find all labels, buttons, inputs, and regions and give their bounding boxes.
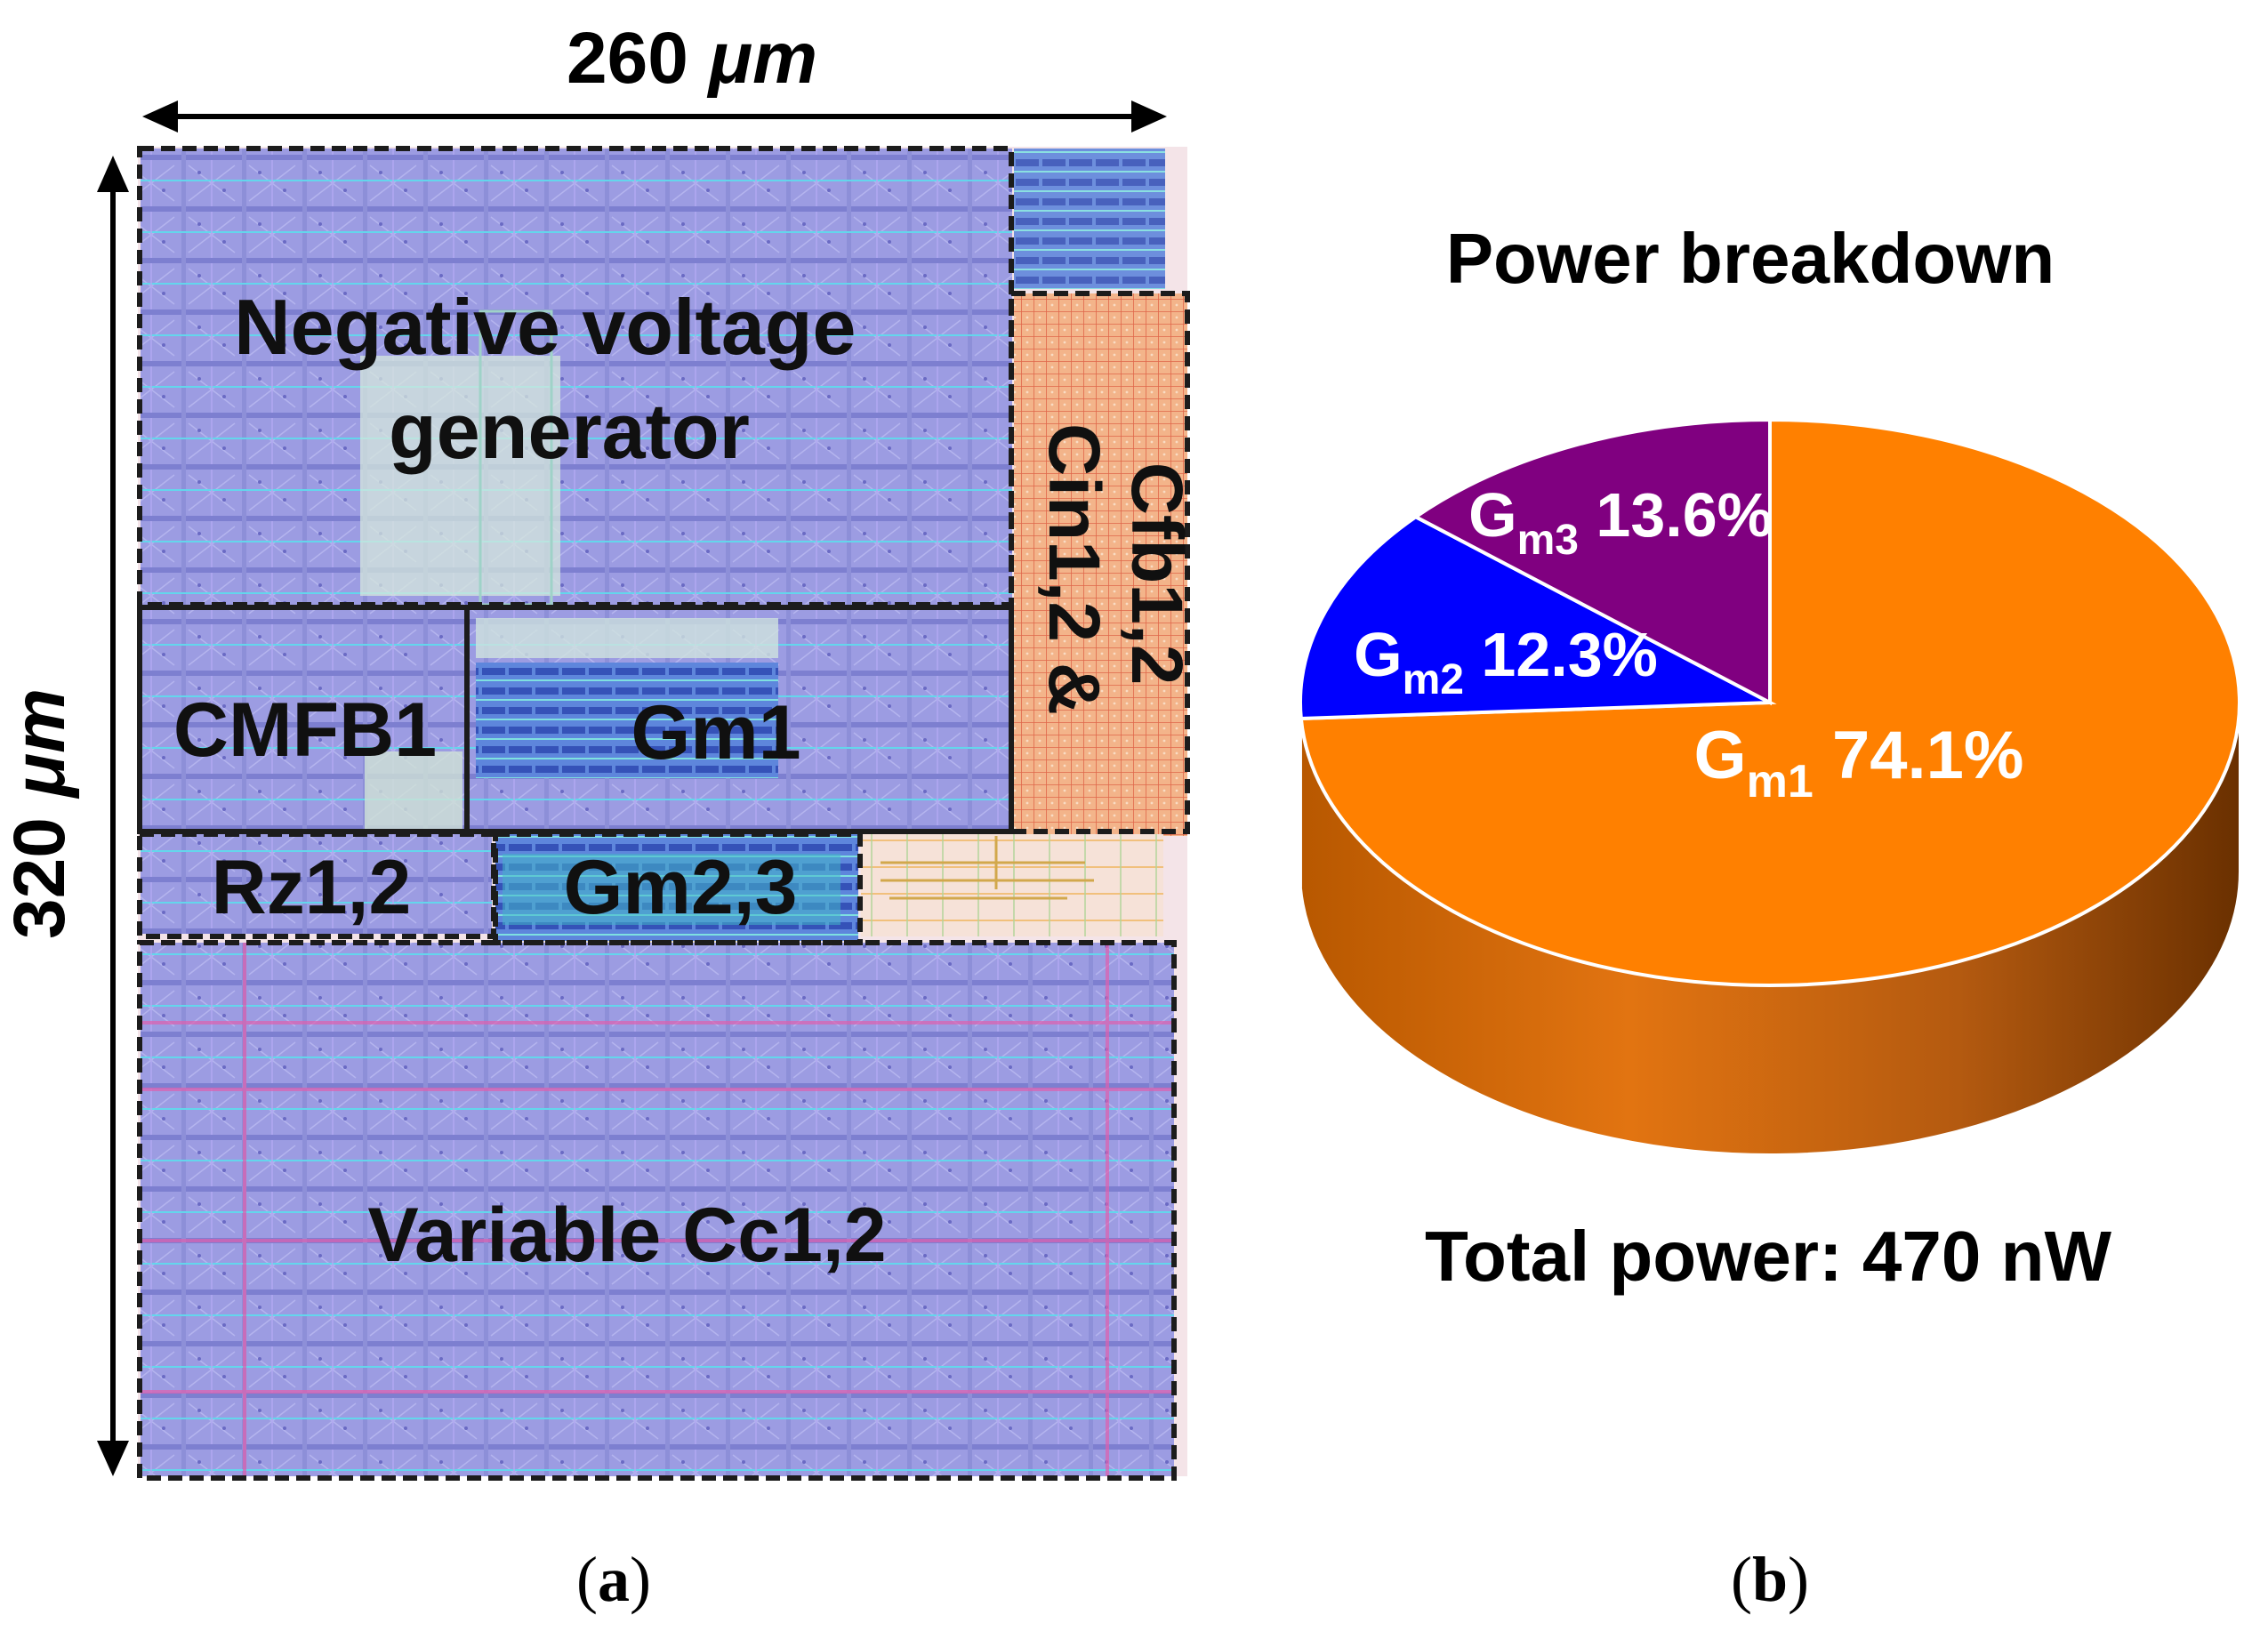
cmfb1-core — [365, 751, 462, 832]
pie-label-m1-value: 74.1% — [1814, 718, 2024, 793]
width-dimension-arrow — [142, 100, 1167, 133]
caption-b: (b) — [1731, 1544, 1809, 1615]
nvg-label-line-1: Negative voltage — [234, 283, 856, 371]
pie-slice-m2 — [1299, 514, 1777, 721]
caption-a-open: ( — [576, 1544, 598, 1615]
pie-label-m3: Gm3 13.6% — [1468, 480, 1773, 564]
routing-wires — [881, 836, 1094, 900]
nvg-center-core — [360, 356, 560, 596]
cmfb1-label: CMFB1 — [173, 687, 437, 773]
pie-label-m1-main: G — [1694, 718, 1747, 793]
caption-b-letter: b — [1752, 1544, 1788, 1615]
caption-a: (a) — [576, 1544, 651, 1615]
caption-a-letter: a — [598, 1544, 630, 1615]
gm1-label: Gm1 — [631, 690, 800, 775]
pie-label-m3-sub: m3 — [1517, 517, 1579, 564]
gm23-label: Gm2,3 — [564, 845, 798, 930]
pie-label-m3-main: G — [1468, 480, 1516, 550]
caption-b-open: ( — [1731, 1544, 1752, 1615]
rz-label: Rz1,2 — [212, 845, 412, 930]
height-label-value: 320 — [0, 817, 80, 939]
width-label: 260 μm — [567, 18, 817, 99]
rz-block — [141, 834, 492, 934]
caption-a-close: ) — [630, 1544, 651, 1615]
top-right-cells — [1014, 149, 1165, 289]
pie-label-m3-value: 13.6% — [1579, 480, 1773, 550]
pie-title: Power breakdown — [1446, 219, 2055, 298]
power-pie-panel: Power breakdown Gm1 74.1%Gm2 12.3%Gm3 13… — [1299, 219, 2241, 1615]
total-power-label: Total power: 470 nW — [1425, 1217, 2111, 1296]
pie-label-m2: Gm2 12.3% — [1354, 620, 1658, 703]
variable-cc-block — [141, 943, 1174, 1476]
width-label-unit: μm — [707, 18, 817, 99]
pie-chart: Gm1 74.1%Gm2 12.3%Gm3 13.6% — [1299, 417, 2241, 1156]
width-label-value: 260 — [567, 18, 688, 99]
height-label-unit: μm — [0, 688, 80, 799]
cin-cfb-label-line-1-render: Cin1,2 & — [1033, 423, 1114, 715]
routing-area — [861, 834, 1163, 936]
pie-label-m1-sub: m1 — [1747, 756, 1814, 807]
variable-cc-bus-lines — [141, 943, 1174, 1476]
height-label: 320 μm — [0, 688, 80, 939]
caption-b-close: ) — [1788, 1544, 1809, 1615]
pie-label-m1: Gm1 74.1% — [1694, 718, 2024, 807]
pie-label-m2-main: G — [1354, 620, 1402, 689]
nvg-block — [141, 149, 1012, 605]
chip-layout-panel: 260 μm 320 μm — [0, 18, 1197, 1615]
block-borders — [137, 146, 1190, 1481]
gm1-routing — [476, 618, 778, 658]
nvg-label: Negative voltage generator — [234, 283, 878, 475]
pie-label-m2-sub: m2 — [1403, 656, 1464, 703]
nvg-label-line-2: generator — [389, 387, 750, 475]
height-dimension-arrow — [97, 156, 129, 1476]
cin-cfb-label-line-2-render: Cfb1,2 — [1116, 462, 1197, 686]
cin-cfb-block — [1014, 293, 1187, 836]
pie-slice-m3 — [1411, 417, 1772, 706]
gm1-core — [476, 663, 778, 778]
variable-cc-label: Variable Cc1,2 — [367, 1193, 886, 1278]
pie-label-m2-value: 12.3% — [1464, 620, 1658, 689]
gm23-core — [503, 854, 840, 925]
